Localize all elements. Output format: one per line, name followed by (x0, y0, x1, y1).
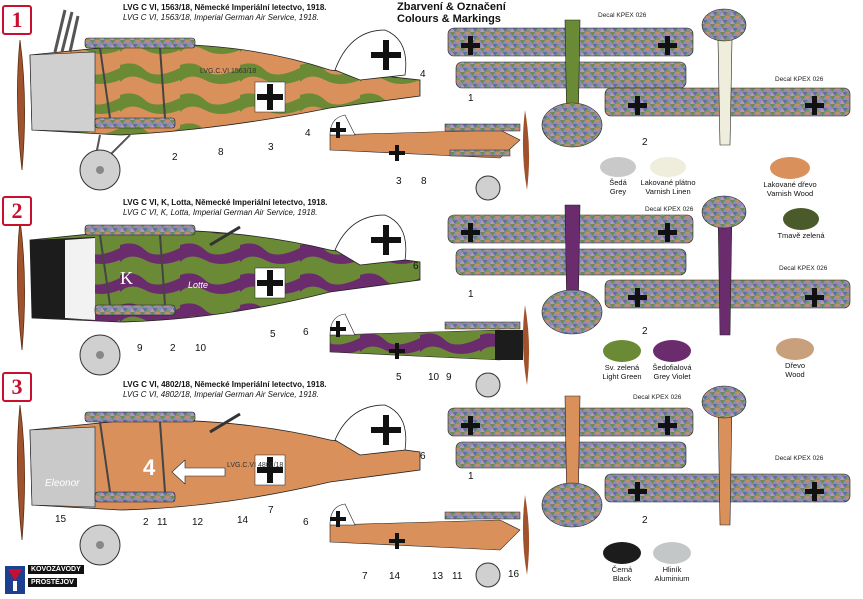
scheme1-small-side-view (329, 110, 530, 201)
scheme2-bottom-view (604, 195, 851, 336)
color-swatch-dark-green (783, 208, 819, 230)
callout: 2 (170, 343, 176, 354)
callout: 5 (396, 372, 402, 383)
callout: 9 (446, 372, 452, 383)
callout: 14 (389, 571, 401, 582)
callout: 1 (468, 289, 474, 300)
color-swatch-varnish-linen (650, 157, 686, 177)
callout: 4 (420, 69, 426, 80)
callout: 13 (432, 571, 444, 582)
color-swatch-grey-violet (653, 340, 691, 362)
color-swatch-light-green (603, 340, 641, 362)
callout: 2 (642, 326, 648, 337)
callout: 8 (218, 147, 224, 158)
callout: 2 (642, 515, 648, 526)
scheme1-caption: LVG C VI, 1563/18, Německé Imperiální le… (123, 3, 327, 22)
color-label-dark-green: Tmavě zelená (777, 231, 825, 240)
logo-text-top: KOVOZÁVODY (28, 565, 84, 574)
scheme2-small-side-view (329, 305, 530, 398)
scheme3-small-side-view (329, 495, 530, 588)
callout: 3 (268, 142, 274, 153)
callout: 5 (270, 329, 276, 340)
scheme3-badge: 3 (2, 372, 32, 402)
callout: 6 (420, 451, 426, 462)
scheme3-nose-name: Eleonor (45, 478, 80, 489)
callout: 1 (468, 471, 474, 482)
color-swatch-black (603, 542, 641, 564)
scheme3-number: 4 (143, 455, 156, 480)
scheme2-caption: LVG C VI, K, Lotta, Německé Imperiální l… (123, 198, 328, 217)
callout: 7 (362, 571, 368, 582)
scheme2-letter: K (120, 268, 133, 288)
color-swatch-grey (600, 157, 636, 177)
scheme2-badge: 2 (2, 196, 32, 226)
callout: 3 (396, 176, 402, 187)
scheme2-top-view (447, 204, 694, 335)
scheme1-bottom-view (604, 8, 851, 146)
callout: 11 (452, 571, 463, 582)
decal-label: Decal KPEX 026 (779, 265, 828, 272)
scheme1-top-view (447, 19, 694, 148)
callout: 6 (303, 517, 309, 528)
callout: 10 (428, 372, 440, 383)
scheme1-side-view (17, 9, 421, 191)
color-swatch-wood (776, 338, 814, 360)
callout: 7 (268, 505, 274, 516)
scheme3-bottom-view (604, 385, 851, 526)
callout: 8 (421, 176, 427, 187)
callout: 9 (137, 343, 143, 354)
scheme3-caption: LVG C VI, 4802/18, Německé Imperiální le… (123, 380, 327, 399)
callout: 6 (303, 327, 309, 338)
logo-emblem-icon (5, 566, 25, 594)
callout: 11 (157, 517, 168, 528)
scheme2-name: Lotte (188, 280, 209, 290)
decal-label: Decal KPEX 026 (645, 206, 694, 213)
color-swatch-aluminium (653, 542, 691, 564)
scheme3-top-view (447, 395, 694, 528)
callout: 2 (172, 152, 178, 163)
callout: 1 (468, 93, 474, 104)
decal-label: Decal KPEX 026 (633, 394, 682, 401)
callout: 10 (195, 343, 207, 354)
scheme3-serial: LVG.C.VI 4802/18 (227, 462, 284, 469)
callout: 12 (192, 517, 204, 528)
scheme1-serial: LVG.C.VI 1563/18 (200, 68, 257, 75)
scheme3-side-view (17, 404, 421, 566)
kovozavody-logo: KOVOZÁVODY PROSTĚJOV (4, 565, 92, 597)
callout: 2 (642, 137, 648, 148)
callout: 16 (508, 569, 520, 580)
callout: 14 (237, 515, 249, 526)
callout: 6 (413, 261, 419, 272)
decal-label: Decal KPEX 026 (775, 76, 824, 83)
callout: 2 (143, 517, 149, 528)
callout: 15 (55, 514, 67, 525)
logo-text-bottom: PROSTĚJOV (28, 578, 77, 587)
color-swatch-varnish-wood (770, 157, 810, 179)
decal-label: Decal KPEX 026 (775, 455, 824, 462)
scheme2-side-view (17, 214, 421, 376)
decal-label: Decal KPEX 026 (598, 12, 647, 19)
scheme1-badge: 1 (2, 5, 32, 35)
callout: 4 (305, 128, 311, 139)
